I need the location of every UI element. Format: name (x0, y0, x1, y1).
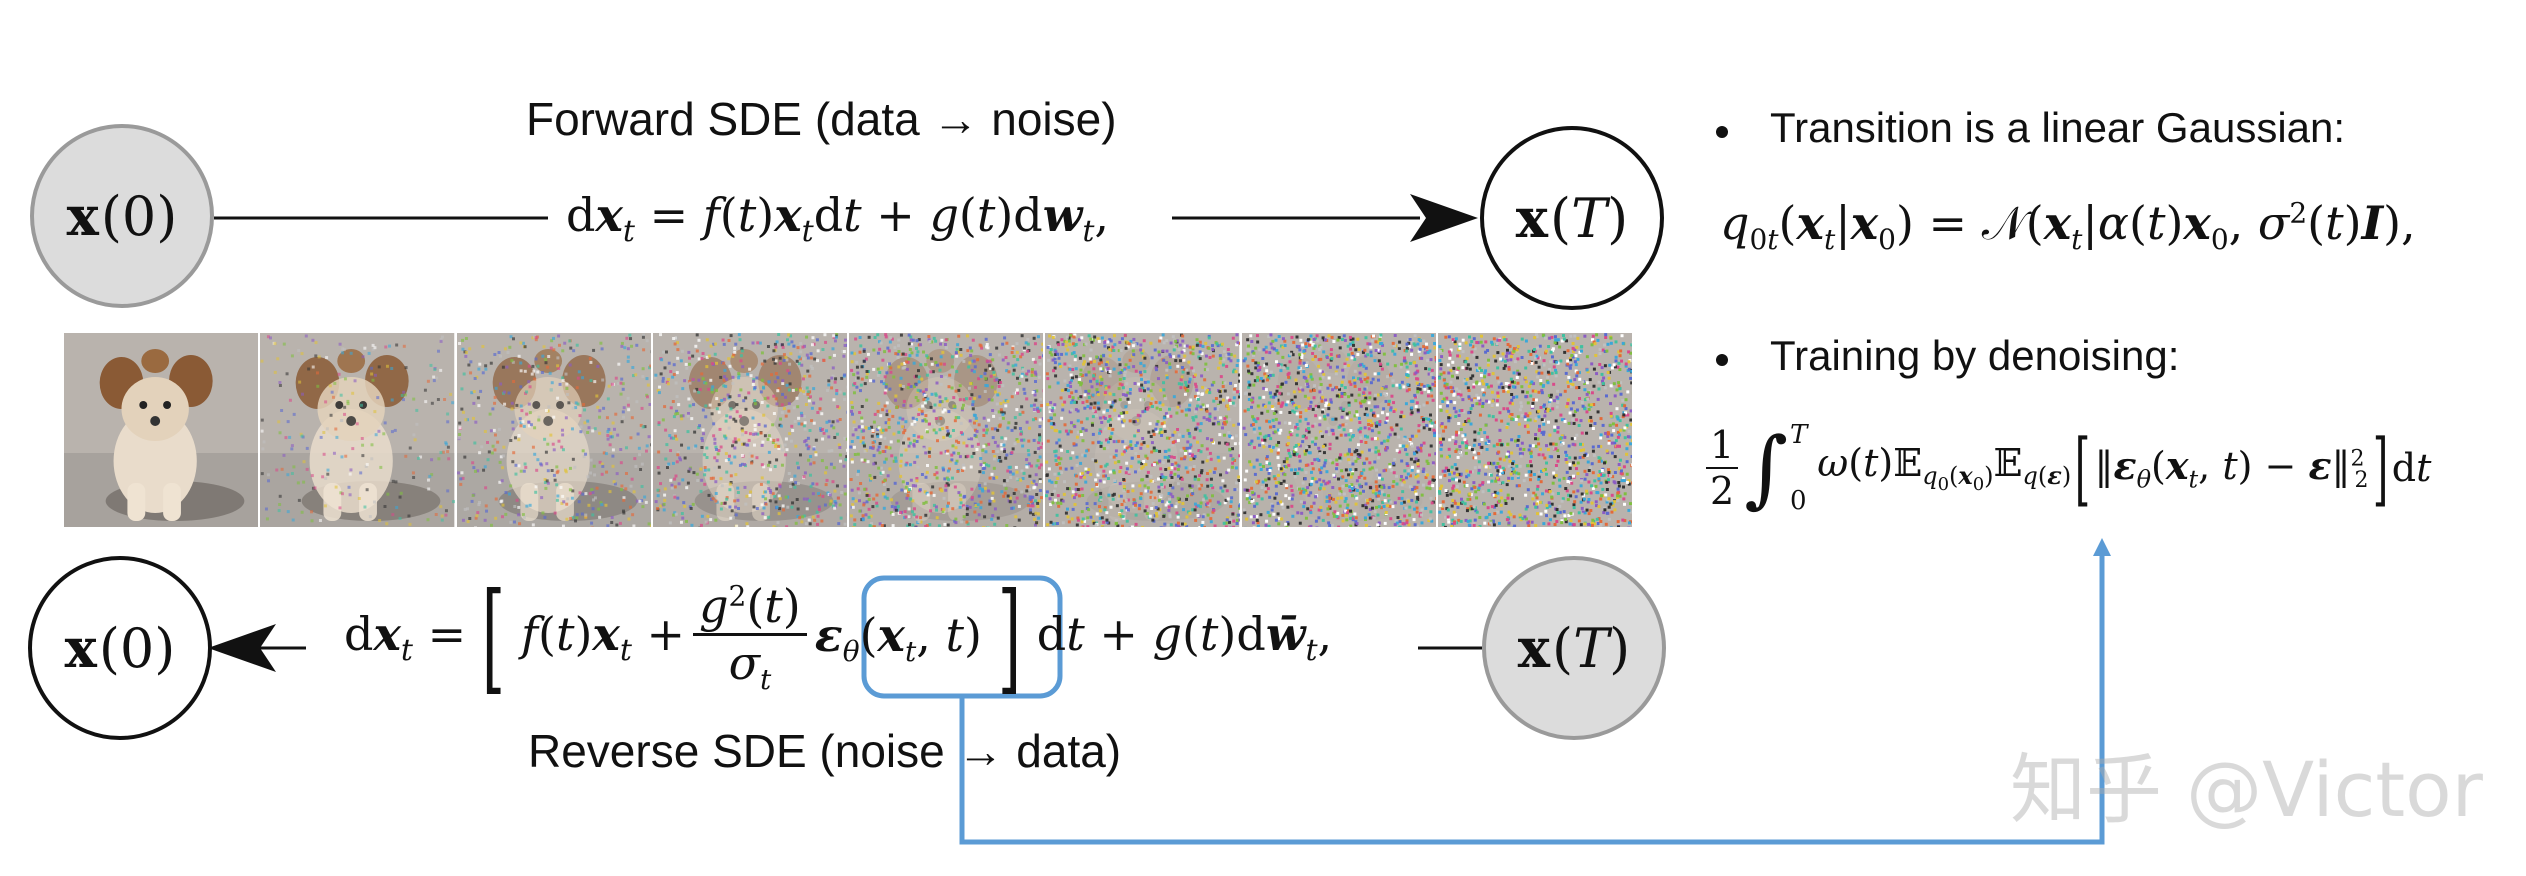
noise-frame (652, 333, 847, 527)
dog-image (652, 333, 847, 527)
dog-image (1437, 333, 1632, 527)
node-arg: T (1573, 617, 1610, 680)
watermark: 知乎 @Victor (2010, 745, 2483, 834)
highlight-connector (959, 548, 2105, 845)
dog-image (1045, 333, 1240, 527)
forward-end-node: x(T) (1480, 126, 1664, 310)
reverse-end-node: x(0) (28, 556, 212, 740)
reverse-arrowhead (208, 624, 276, 672)
dog-image (260, 333, 455, 527)
dog-image (849, 333, 1044, 527)
bullet-dot (1716, 354, 1728, 366)
node-symbol: x (1517, 616, 1550, 680)
reverse-equation: dxt = [ f(t)xt + g2(t) σt εθ(xt, t) ] dt… (344, 568, 1333, 707)
node-symbol: x (1515, 186, 1548, 250)
noise-frame (849, 333, 1044, 527)
noise-frame (1241, 333, 1436, 527)
bullet-training: Training by denoising: (1770, 332, 2180, 379)
node-arg: T (1571, 187, 1608, 250)
dog-image (1241, 333, 1436, 527)
epsilon-highlight-box (861, 575, 1063, 699)
dog-image (64, 333, 259, 527)
forward-arrowhead (1410, 194, 1478, 242)
node-arg: 0 (121, 185, 157, 248)
node-arg: 0 (119, 617, 155, 680)
node-symbol: x (66, 184, 99, 248)
noise-frame (1437, 333, 1632, 527)
bullet-dot (1716, 126, 1728, 138)
bullet-transition: Transition is a linear Gaussian: (1770, 104, 2346, 151)
reverse-start-node: x(T) (1482, 556, 1666, 740)
noise-frame (260, 333, 455, 527)
node-symbol: x (64, 616, 97, 680)
forward-start-node: x(0) (30, 124, 214, 308)
transition-equation: q0t(xt|x0) = 𝒩(xt|α(t)x0, σ2(t)I), (1720, 196, 2416, 257)
reverse-sde-title: Reverse SDE (noise → data) (528, 725, 1122, 777)
noise-frame (456, 333, 651, 527)
dog-image (456, 333, 651, 527)
forward-sde-title: Forward SDE (data → noise) (526, 93, 1117, 145)
highlight-arrowhead (2093, 538, 2111, 556)
noise-frame (64, 333, 259, 527)
noise-frame (1045, 333, 1240, 527)
noise-image-strip (64, 333, 1632, 527)
forward-equation: dxt = f(t)xtdt + g(t)dwt, (566, 188, 1110, 250)
